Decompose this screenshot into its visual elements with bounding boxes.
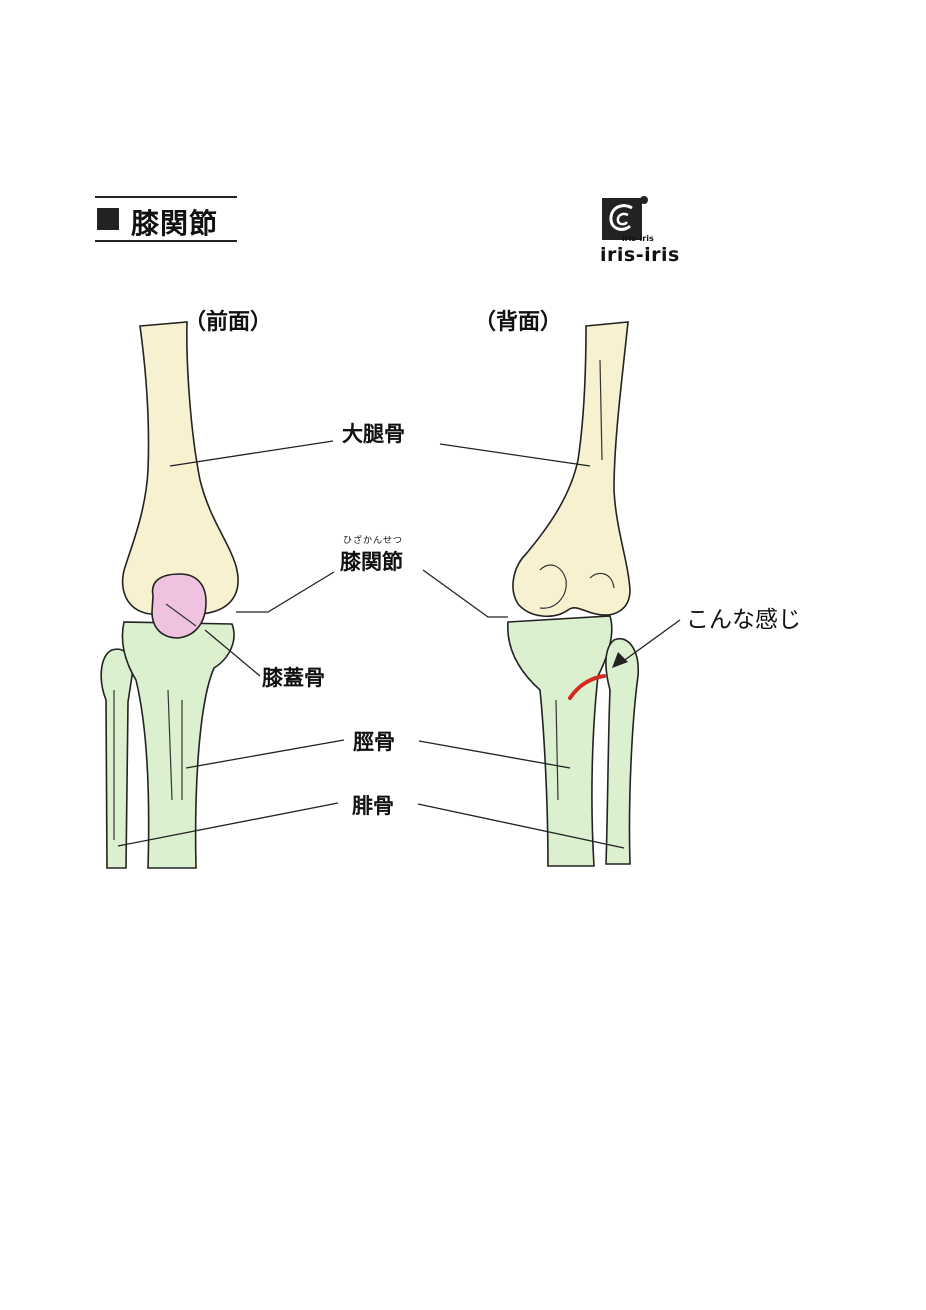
femur-label: 大腿骨 xyxy=(342,422,405,446)
back-fibula-shape xyxy=(605,637,639,865)
square-bullet-icon xyxy=(97,208,119,230)
front-view-label: （前面） xyxy=(184,310,273,335)
back-view-drawing xyxy=(507,321,639,867)
logo-mark-icon xyxy=(602,198,642,240)
leader-lines xyxy=(117,440,681,849)
highlight-arc xyxy=(568,674,606,700)
back-view-label: （背面） xyxy=(474,310,563,335)
logo-text: iris-iris xyxy=(600,244,680,266)
knee-joint-label: 膝関節 xyxy=(340,550,403,574)
front-femur-shape xyxy=(122,321,239,615)
page-title: 膝関節 xyxy=(131,207,219,240)
knee-ruby-label: ひざかんせつ xyxy=(343,536,404,546)
front-tibia-shape xyxy=(121,621,235,869)
fibula-label: 腓骨 xyxy=(352,794,394,818)
front-view-drawing xyxy=(100,321,239,869)
tibia-label: 脛骨 xyxy=(353,730,395,754)
annotation-note: こんな感じ xyxy=(686,607,801,633)
arrowhead-icon xyxy=(612,652,628,668)
logo-dot-icon xyxy=(640,196,648,204)
patella-shape xyxy=(151,573,207,639)
front-fibula-shape xyxy=(100,648,134,869)
page-title-block: 膝関節 xyxy=(95,196,237,242)
iris-logo: iris-iris iris-iris xyxy=(596,196,688,270)
back-tibia-shape xyxy=(507,615,613,867)
patella-label: 膝蓋骨 xyxy=(262,666,325,690)
logo-small-text: iris-iris xyxy=(622,234,654,243)
back-femur-shape xyxy=(512,321,631,617)
